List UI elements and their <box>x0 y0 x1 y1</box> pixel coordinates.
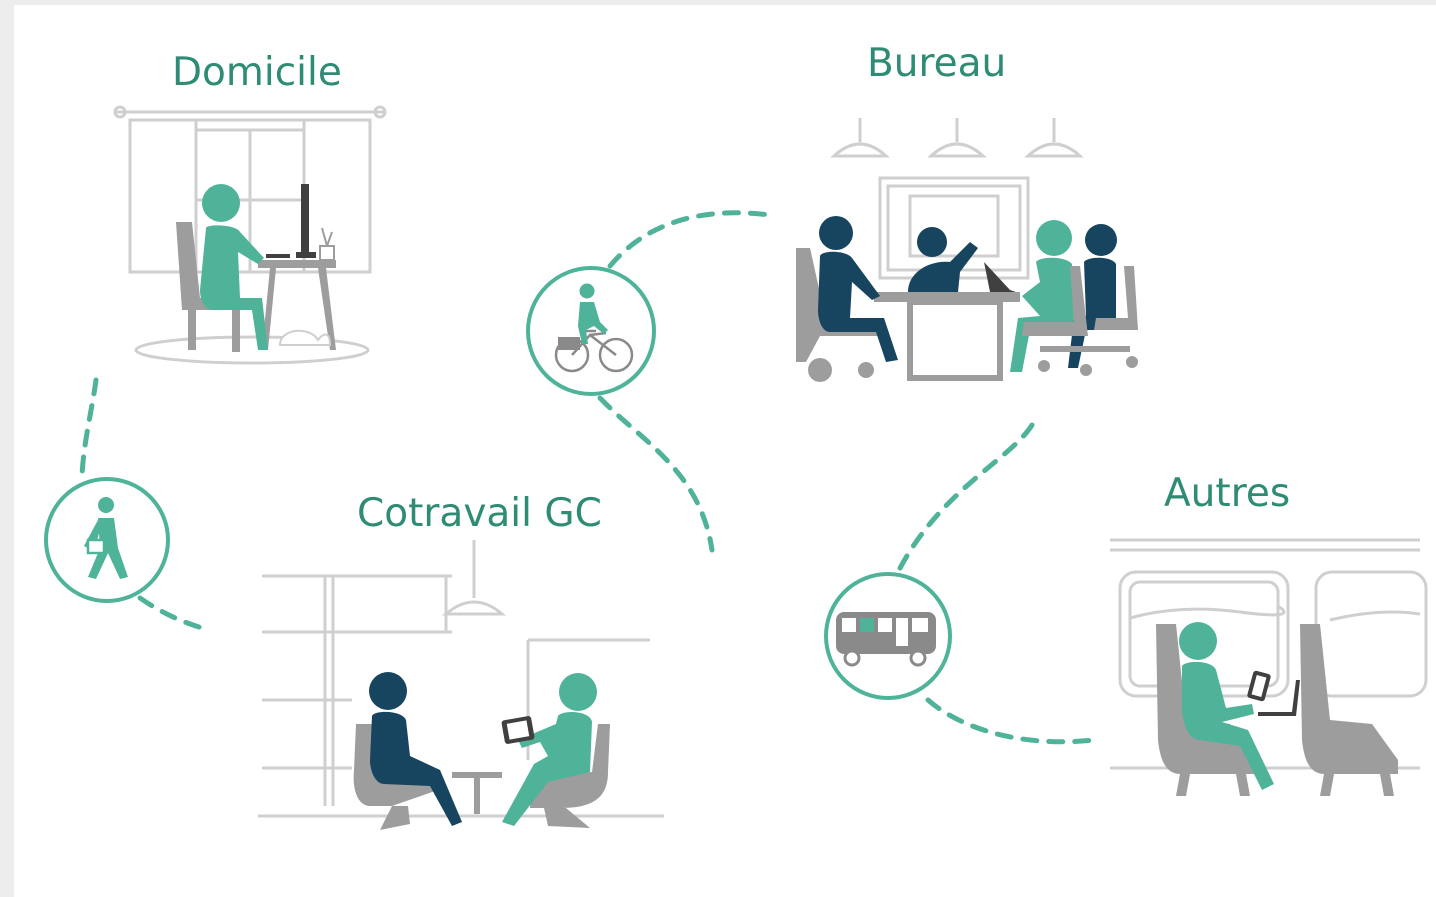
path-bus-to-autres <box>925 697 1097 745</box>
location-label-cotravail: Cotravail GC <box>357 491 602 536</box>
bus-icon <box>824 572 952 700</box>
cotravail-scene <box>258 540 664 830</box>
path-walk-to-cotravail <box>137 595 213 633</box>
path-bike-to-cotravail <box>597 395 715 553</box>
walking-person-icon <box>44 477 170 603</box>
diagram-canvas: Domicile Bureau Cotravail GC Autres <box>14 5 1436 897</box>
location-label-autres: Autres <box>1164 471 1291 516</box>
domicile-scene <box>113 105 387 365</box>
bicycle-icon <box>526 266 656 396</box>
path-bureau-to-bus <box>895 422 1035 575</box>
path-domicile-to-walk <box>79 377 99 478</box>
location-label-bureau: Bureau <box>867 41 1007 86</box>
location-label-domicile: Domicile <box>172 50 342 95</box>
autres-scene <box>1110 538 1428 796</box>
path-bike-to-bureau <box>607 210 773 269</box>
bureau-scene <box>796 118 1138 382</box>
